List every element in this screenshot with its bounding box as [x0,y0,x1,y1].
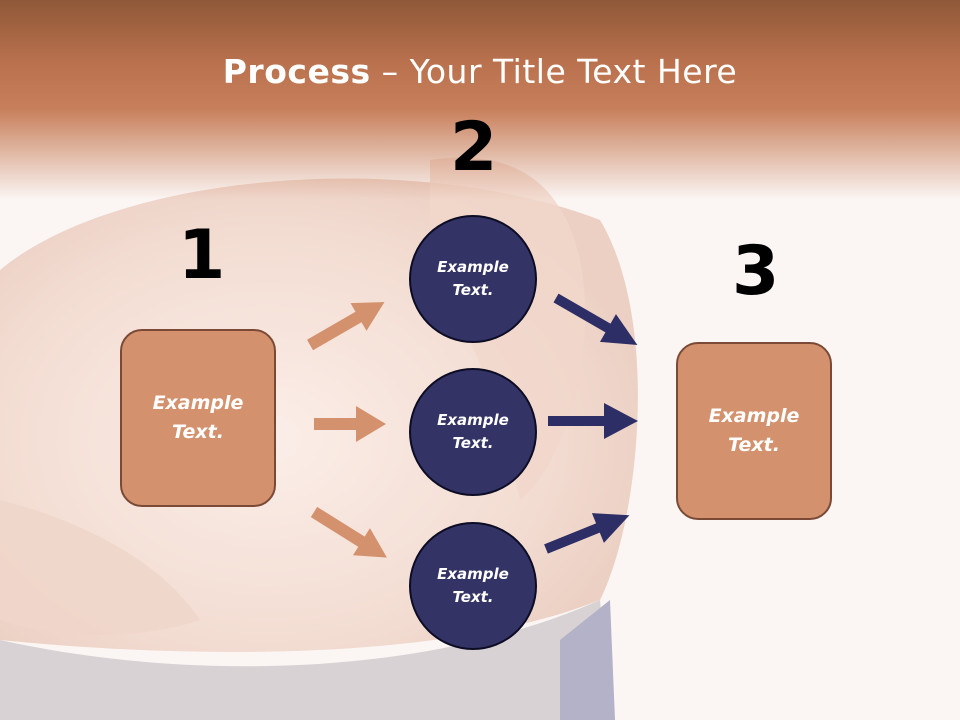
process-circle-top-label: Example Text. [437,258,509,299]
step-number-1: 1 [178,216,226,295]
process-circle-middle[interactable]: Example Text. [409,368,537,496]
step-number-2: 2 [450,108,498,187]
process-box-right-label: Example Text. [708,405,800,456]
arrow-left-down [310,506,387,558]
arrows-right-group [544,293,638,554]
process-box-right[interactable]: Example Text. [676,342,832,520]
step-number-3: 3 [732,232,780,311]
process-box-left-label: Example Text. [152,392,244,443]
process-circle-middle-label: Example Text. [437,411,509,452]
slide-title: Process – Your Title Text Here [0,52,960,91]
arrow-left-up [307,302,385,351]
title-bold: Process [222,52,371,91]
arrow-left-middle [314,406,386,442]
process-circle-bottom-label: Example Text. [437,565,509,606]
process-circle-top[interactable]: Example Text. [409,215,537,343]
arrow-right-middle [548,403,638,439]
process-circle-bottom[interactable]: Example Text. [409,522,537,650]
title-rest: – Your Title Text Here [370,52,738,91]
header-band [0,0,960,200]
process-box-left[interactable]: Example Text. [120,329,276,507]
arrow-right-top [553,293,638,345]
arrow-right-bottom [544,513,630,554]
arrows-left-group [307,302,387,558]
